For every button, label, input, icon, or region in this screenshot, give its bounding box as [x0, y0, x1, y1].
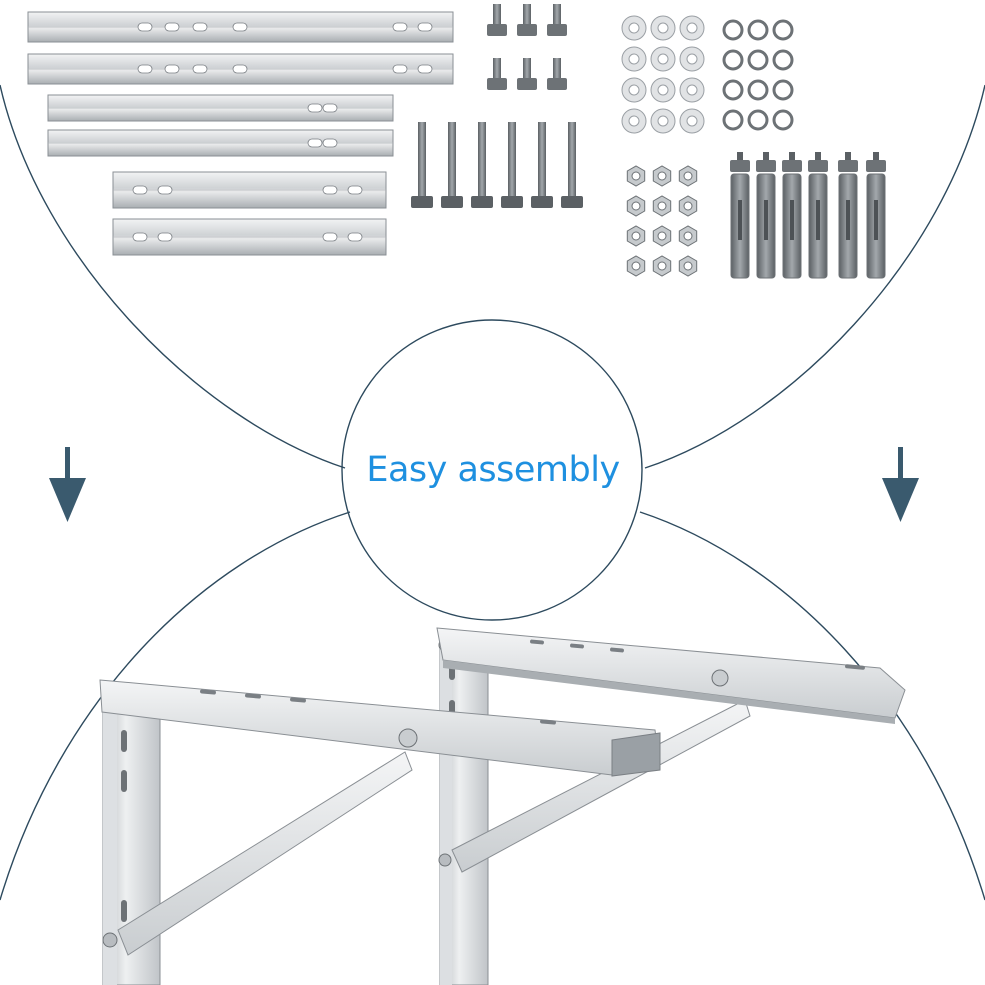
short-hex-bolt [547, 58, 567, 90]
spring-washer [772, 79, 794, 101]
caption-easy-assembly: Easy assembly [366, 450, 620, 490]
hex-nut [652, 165, 672, 187]
hex-nuts-group [626, 165, 698, 277]
flat-washer [650, 46, 676, 72]
top-arc-right [644, 84, 985, 469]
short-hex-bolt [487, 4, 507, 36]
long-rail [27, 11, 454, 43]
spring-washer [722, 109, 744, 131]
expansion-anchor [866, 152, 886, 279]
spring-washer [747, 19, 769, 41]
outline-arcs [0, 84, 985, 901]
flat-washer [650, 108, 676, 134]
spring-washer [772, 19, 794, 41]
bottom-arc-right [639, 511, 985, 901]
flat-washer [679, 108, 705, 134]
spring-washer [722, 79, 744, 101]
hex-nut [626, 195, 646, 217]
expansion-anchor [782, 152, 802, 279]
long-bolts-group [411, 122, 583, 208]
short-rail [112, 218, 387, 256]
expansion-anchor [756, 152, 776, 279]
flat-washer [621, 108, 647, 134]
expansion-anchor [808, 152, 828, 279]
flat-washers-group [621, 15, 705, 134]
expansion-anchor [838, 152, 858, 279]
bottom-arc-left [0, 511, 351, 901]
flat-washer [679, 77, 705, 103]
short-hex-bolt [487, 58, 507, 90]
long-hex-bolt [471, 122, 493, 208]
short-hex-bolt [517, 58, 537, 90]
expansion-anchor [730, 152, 750, 279]
long-hex-bolt [531, 122, 553, 208]
long-hex-bolt [561, 122, 583, 208]
hex-nut [678, 225, 698, 247]
hex-nut [652, 255, 672, 277]
medium-rail [47, 94, 394, 122]
short-hex-bolt [517, 4, 537, 36]
flat-washer [679, 46, 705, 72]
spring-washer [722, 19, 744, 41]
flat-washer [621, 15, 647, 41]
flat-washer [650, 77, 676, 103]
hex-nut [626, 225, 646, 247]
long-rail [27, 53, 454, 85]
spring-washer [772, 109, 794, 131]
hex-nut [652, 195, 672, 217]
spring-washer [747, 49, 769, 71]
hex-nut [678, 195, 698, 217]
hex-nut [678, 255, 698, 277]
arrow-down-icon [49, 447, 86, 522]
short-bolts-group [487, 4, 567, 90]
flat-washer [650, 15, 676, 41]
spring-washer [747, 109, 769, 131]
long-hex-bolt [501, 122, 523, 208]
arrow-down-icon [882, 447, 919, 522]
hex-nut [626, 255, 646, 277]
medium-rail [47, 129, 394, 157]
flat-washer [679, 15, 705, 41]
spring-washers-group [722, 19, 794, 131]
hex-nut [626, 165, 646, 187]
center-circle [341, 319, 643, 621]
hex-nut [652, 225, 672, 247]
hex-nut [678, 165, 698, 187]
spring-washer [772, 49, 794, 71]
top-arc [0, 84, 346, 469]
flat-washer [621, 46, 647, 72]
flat-washer [621, 77, 647, 103]
spring-washer [747, 79, 769, 101]
short-rail [112, 171, 387, 209]
short-hex-bolt [547, 4, 567, 36]
assembled-bracket-front [99, 679, 661, 985]
expansion-anchors-group [730, 152, 886, 279]
long-hex-bolt [411, 122, 433, 208]
long-hex-bolt [441, 122, 463, 208]
spring-washer [722, 49, 744, 71]
rails-group [27, 11, 454, 256]
assembled-bracket-back [436, 627, 906, 985]
